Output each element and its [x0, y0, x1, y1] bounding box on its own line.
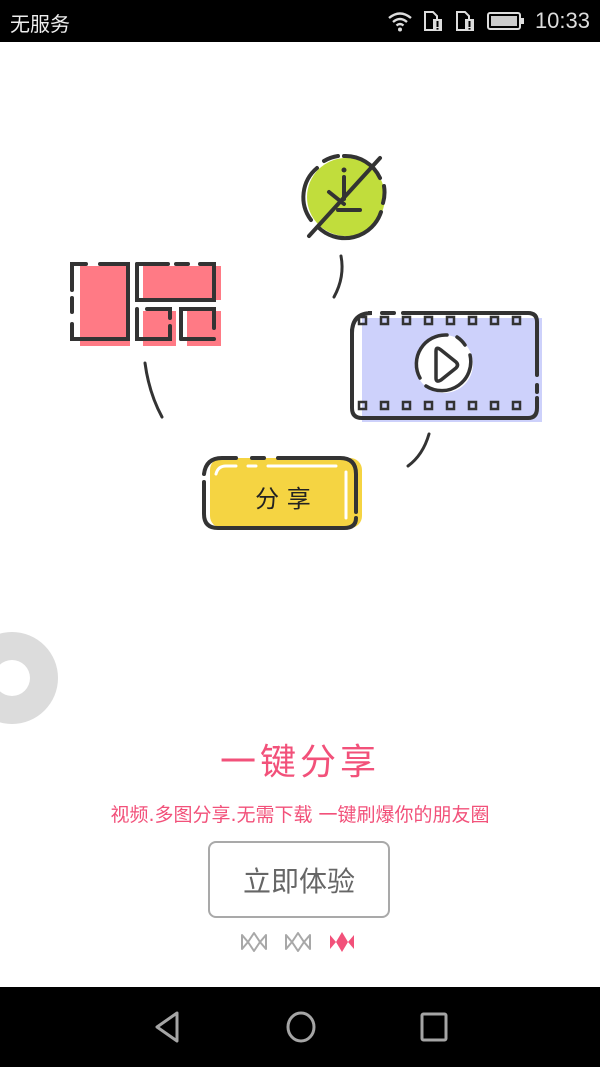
page-dot-1-icon[interactable]: [240, 929, 268, 955]
home-icon: [286, 1011, 316, 1043]
page-indicator: [240, 929, 360, 955]
floating-assistive-button[interactable]: [0, 632, 58, 724]
feature-illustration: 分 享: [70, 153, 542, 530]
page-dot-2-icon[interactable]: [284, 929, 312, 955]
back-button[interactable]: [148, 1009, 188, 1045]
clock: 10:33: [534, 8, 590, 33]
battery-icon: [486, 12, 524, 30]
status-bar: 无服务 10:33: [0, 0, 600, 42]
share-badge-label: 分 享: [255, 485, 311, 513]
recents-button[interactable]: [414, 1009, 454, 1045]
share-badge-icon: 分 享: [202, 456, 362, 530]
floating-ball-center: [0, 660, 30, 696]
page-dot-3-active-icon[interactable]: [328, 929, 356, 955]
feature-subtitle: 视频.多图分享.无需下载 一键刷爆你的朋友圈: [110, 804, 490, 826]
system-nav-bar: [0, 987, 600, 1067]
sim1-icon: [423, 11, 442, 31]
feature-title: 一键分享: [219, 742, 380, 783]
recents-icon: [420, 1012, 448, 1042]
carrier-label: 无服务: [10, 12, 70, 36]
sim2-icon: [455, 11, 474, 31]
status-icons: 10:33: [387, 6, 590, 36]
back-icon: [155, 1011, 179, 1043]
wifi-icon: [388, 12, 412, 32]
download-disabled-icon: [301, 153, 387, 241]
home-button[interactable]: [281, 1009, 321, 1045]
image-grid-icon: [70, 262, 221, 346]
video-film-icon: [350, 311, 542, 422]
try-now-button[interactable]: 立即体验: [208, 841, 390, 918]
